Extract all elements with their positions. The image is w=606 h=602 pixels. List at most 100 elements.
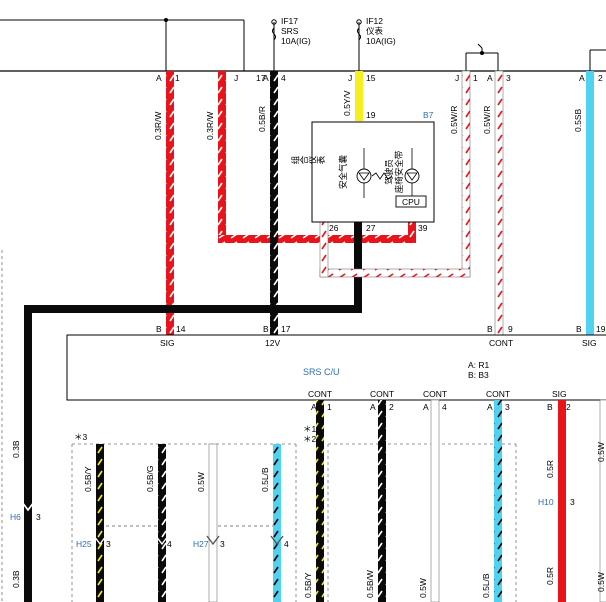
top-connector-pins: A 1 J 17 A 4 J 15 J 1 A 3 A 2 bbox=[156, 73, 603, 83]
connector-h10: H10 bbox=[538, 497, 554, 507]
wire-label: 0.5B/R bbox=[257, 106, 267, 132]
wire-3: 0.5B/R bbox=[257, 71, 278, 335]
fuse-if12: IF12 仪表 10A(IG) bbox=[356, 16, 396, 46]
fuse-if12-id: IF12 bbox=[366, 16, 383, 26]
fuse-icon bbox=[272, 27, 276, 41]
fuse-terminal-icon bbox=[271, 19, 277, 25]
fuse-if17-rating: 10A(IG) bbox=[281, 36, 311, 46]
pin-number: 4 bbox=[281, 73, 286, 83]
pin-letter: J bbox=[455, 73, 459, 83]
pin-letter: A bbox=[370, 402, 376, 412]
note-star3: ＊3 bbox=[74, 432, 88, 442]
srs-connector-a: A: R1 bbox=[468, 360, 490, 370]
instrument-cluster: 19 B7 组合仪表 安全气囊 驾驶员 座椅安全带 CPU 26 27 39 bbox=[290, 110, 435, 233]
wire-label: 0.3B bbox=[11, 440, 21, 458]
chevron-down-icon bbox=[270, 535, 284, 546]
pin-number: 1 bbox=[175, 73, 180, 83]
pin-letter: A bbox=[487, 73, 493, 83]
wire-label: 0.5W bbox=[596, 442, 606, 462]
wire-label: 0.5B/Y bbox=[303, 572, 313, 598]
wire-c4: 0.5L/B bbox=[481, 400, 502, 602]
fuse-if17: IF17 SRS 10A(IG) bbox=[271, 16, 311, 46]
pin-letter: A bbox=[311, 402, 317, 412]
fuse-if12-rating: 10A(IG) bbox=[366, 36, 396, 46]
connector-h10-pin: 3 bbox=[570, 497, 575, 507]
pin-number: 2 bbox=[389, 402, 394, 412]
pin-number: 17 bbox=[281, 324, 291, 334]
wire-2: 0.3R/W bbox=[205, 71, 416, 243]
pin-number: 2 bbox=[598, 73, 603, 83]
fuse-terminal-icon bbox=[356, 19, 362, 25]
cluster-ref: B7 bbox=[423, 110, 434, 120]
wire-c3: 0.5W bbox=[418, 399, 440, 602]
wire-r1: 0.5R 0.5R bbox=[545, 400, 566, 602]
fuse-if17-id: IF17 bbox=[281, 16, 298, 26]
pin-number: 3 bbox=[506, 73, 511, 83]
wire-label: 0.5R bbox=[545, 567, 555, 585]
connector-h27: H27 bbox=[193, 539, 209, 549]
pin-letter: B bbox=[547, 402, 553, 412]
wire-label: 0.3R/W bbox=[205, 112, 215, 140]
airbag-lamp-icon bbox=[356, 148, 372, 198]
chevron-down-icon bbox=[21, 501, 35, 512]
connector-h25-pin4: 4 bbox=[167, 539, 172, 549]
wire-black-ground: 0.3B 0.3B bbox=[11, 222, 362, 602]
srs-control-unit: B 14 SIG B 17 12V B 9 CONT B 19 SIG SRS … bbox=[66, 324, 606, 412]
pin-letter: A bbox=[263, 73, 269, 83]
wire-label: 0.3R/W bbox=[153, 112, 163, 140]
resistor-icon bbox=[371, 172, 393, 180]
wire-4: 0.5Y/V bbox=[342, 71, 363, 121]
connector-h6-pin: 3 bbox=[36, 512, 41, 522]
wire-label: 0.5W bbox=[418, 578, 428, 598]
wire-label: 0.3B bbox=[11, 570, 21, 588]
srs-connector-b: B: B3 bbox=[468, 370, 489, 380]
cluster-airbag-label: 安全气囊 bbox=[338, 155, 348, 190]
wire-h4: 0.5L/B bbox=[260, 444, 281, 602]
cluster-pin-39: 39 bbox=[418, 223, 428, 233]
chevron-down-icon bbox=[93, 535, 107, 546]
pin-number: 2 bbox=[566, 402, 571, 412]
fuse-if17-name: SRS bbox=[281, 26, 299, 36]
wire-5: 0.5W/R bbox=[319, 70, 471, 278]
cluster-pin-27: 27 bbox=[366, 223, 376, 233]
fuse-if12-name: 仪表 bbox=[366, 26, 384, 36]
srs-pin-label: SIG bbox=[160, 338, 175, 348]
wire-label: 0.5B/G bbox=[145, 466, 155, 492]
wire-h3: 0.5W bbox=[196, 443, 218, 602]
connector-h6: H6 bbox=[10, 512, 21, 522]
pin-letter: B bbox=[487, 324, 493, 334]
srs-title: SRS C/U bbox=[303, 367, 340, 377]
pin-letter: B bbox=[156, 324, 162, 334]
wire-1: 0.3R/W bbox=[153, 71, 174, 335]
srs-pin-label: CONT bbox=[370, 389, 394, 399]
wire-label: 0.5W/R bbox=[449, 106, 459, 134]
pin-number: 14 bbox=[176, 324, 186, 334]
wire-c1: 0.5B/Y bbox=[303, 400, 324, 602]
pin-number: 17 bbox=[256, 73, 266, 83]
pin-number: 3 bbox=[505, 402, 510, 412]
pin-letter: A bbox=[423, 402, 429, 412]
pin-letter: B bbox=[263, 324, 269, 334]
chevron-down-icon bbox=[155, 535, 169, 546]
wire-label: 0.5SB bbox=[573, 109, 583, 132]
wire-label: 0.5L/B bbox=[260, 467, 270, 492]
srs-pin-label: 12V bbox=[265, 338, 280, 348]
fuse-icon bbox=[357, 27, 361, 41]
wire-h1: 0.5B/Y bbox=[83, 444, 104, 602]
pin-letter: A bbox=[156, 73, 162, 83]
chevron-down-icon bbox=[206, 535, 220, 546]
wire-label: 0.5B/Y bbox=[83, 466, 93, 492]
connector-h27-pin4: 4 bbox=[284, 539, 289, 549]
cluster-pin-19: 19 bbox=[366, 110, 376, 120]
srs-pin-label: CONT bbox=[489, 338, 513, 348]
harness-cont: ＊1 ＊2 bbox=[303, 424, 517, 602]
pin-number: 19 bbox=[596, 324, 606, 334]
pin-letter: B bbox=[576, 324, 582, 334]
connector-h27-pin: 3 bbox=[220, 539, 225, 549]
pin-letter: J bbox=[348, 73, 352, 83]
srs-pin-label: SIG bbox=[552, 389, 567, 399]
srs-pin-label: CONT bbox=[423, 389, 447, 399]
srs-pin-label: CONT bbox=[486, 389, 510, 399]
wire-c2: 0.5B/W bbox=[365, 400, 386, 602]
